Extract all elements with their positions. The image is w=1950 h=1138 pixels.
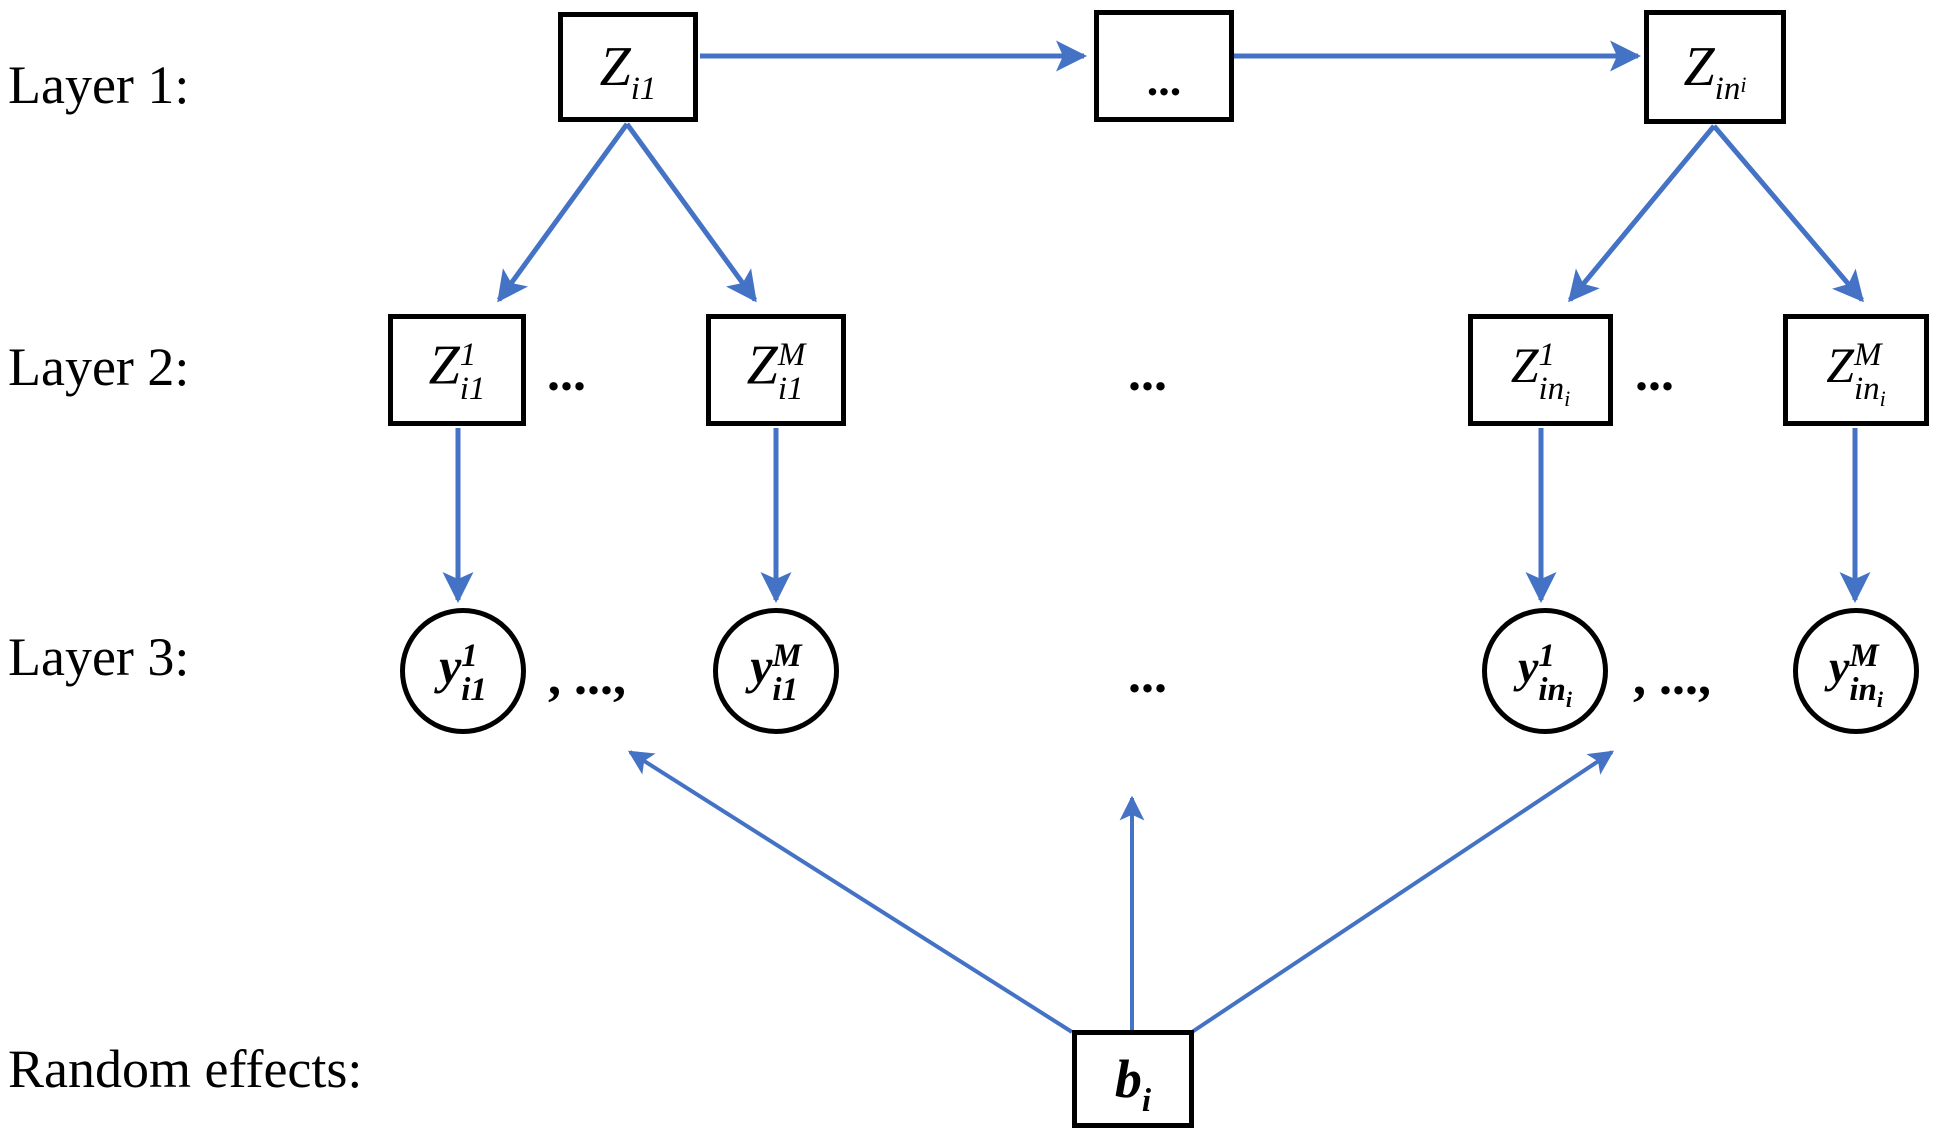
node-z-i1[interactable]: Zi1 <box>558 12 698 122</box>
row-label-layer-2: Layer 2: <box>8 337 190 397</box>
ellipsis-layer2-left: ... <box>547 345 586 402</box>
node-z-i1-label: Zi1 <box>599 36 657 107</box>
separator-layer3-right: , ..., <box>1633 649 1711 706</box>
node-z-ini-label: Zini <box>1683 36 1747 107</box>
row-label-random-effects: Random effects: <box>8 1039 363 1099</box>
row-label-layer-3: Layer 3: <box>8 627 190 687</box>
node-z-ini[interactable]: Zini <box>1644 10 1786 124</box>
ellipsis-layer2-middle: ... <box>1128 345 1167 402</box>
node-b-i-label: bi <box>1114 1049 1152 1119</box>
node-b-i[interactable]: bi <box>1072 1030 1194 1128</box>
node-middle-ellipsis-box[interactable]: ... <box>1094 10 1234 122</box>
ellipsis-layer2-right: ... <box>1635 345 1674 402</box>
node-middle-ellipsis-label: ... <box>1146 54 1182 105</box>
edge-z-i1-to-zM-i1 <box>624 122 758 303</box>
edge-z-i1-to-z1-i1 <box>496 122 630 303</box>
row-label-layer-1: Layer 1: <box>8 55 190 115</box>
ellipsis-layer3-middle: ... <box>1128 647 1167 704</box>
edge-bi-to-y1-ini <box>1190 750 1614 1034</box>
separator-layer3-left: , ..., <box>548 649 626 706</box>
edge-z-ini-to-zM-ini <box>1712 124 1864 303</box>
edge-z-ini-to-z1-ini <box>1568 124 1716 303</box>
edge-bi-to-y1-i1 <box>627 750 1074 1034</box>
